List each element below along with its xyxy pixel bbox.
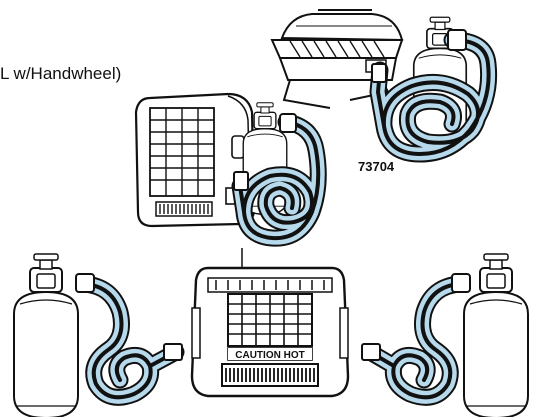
hose-icon: [231, 113, 327, 247]
propane-tank-icon: [463, 253, 529, 417]
hose-icon: [361, 273, 471, 406]
caution-hot-label: CAUTION HOT: [235, 350, 304, 361]
portable-heater-icon: CAUTION HOT: [190, 266, 350, 398]
caption-text: L w/Handwheel): [0, 64, 122, 83]
propane-tank-icon: [13, 253, 79, 417]
hose-icon: [369, 29, 498, 163]
hose-icon: [75, 273, 185, 406]
part-number-label: 73704: [358, 159, 395, 174]
